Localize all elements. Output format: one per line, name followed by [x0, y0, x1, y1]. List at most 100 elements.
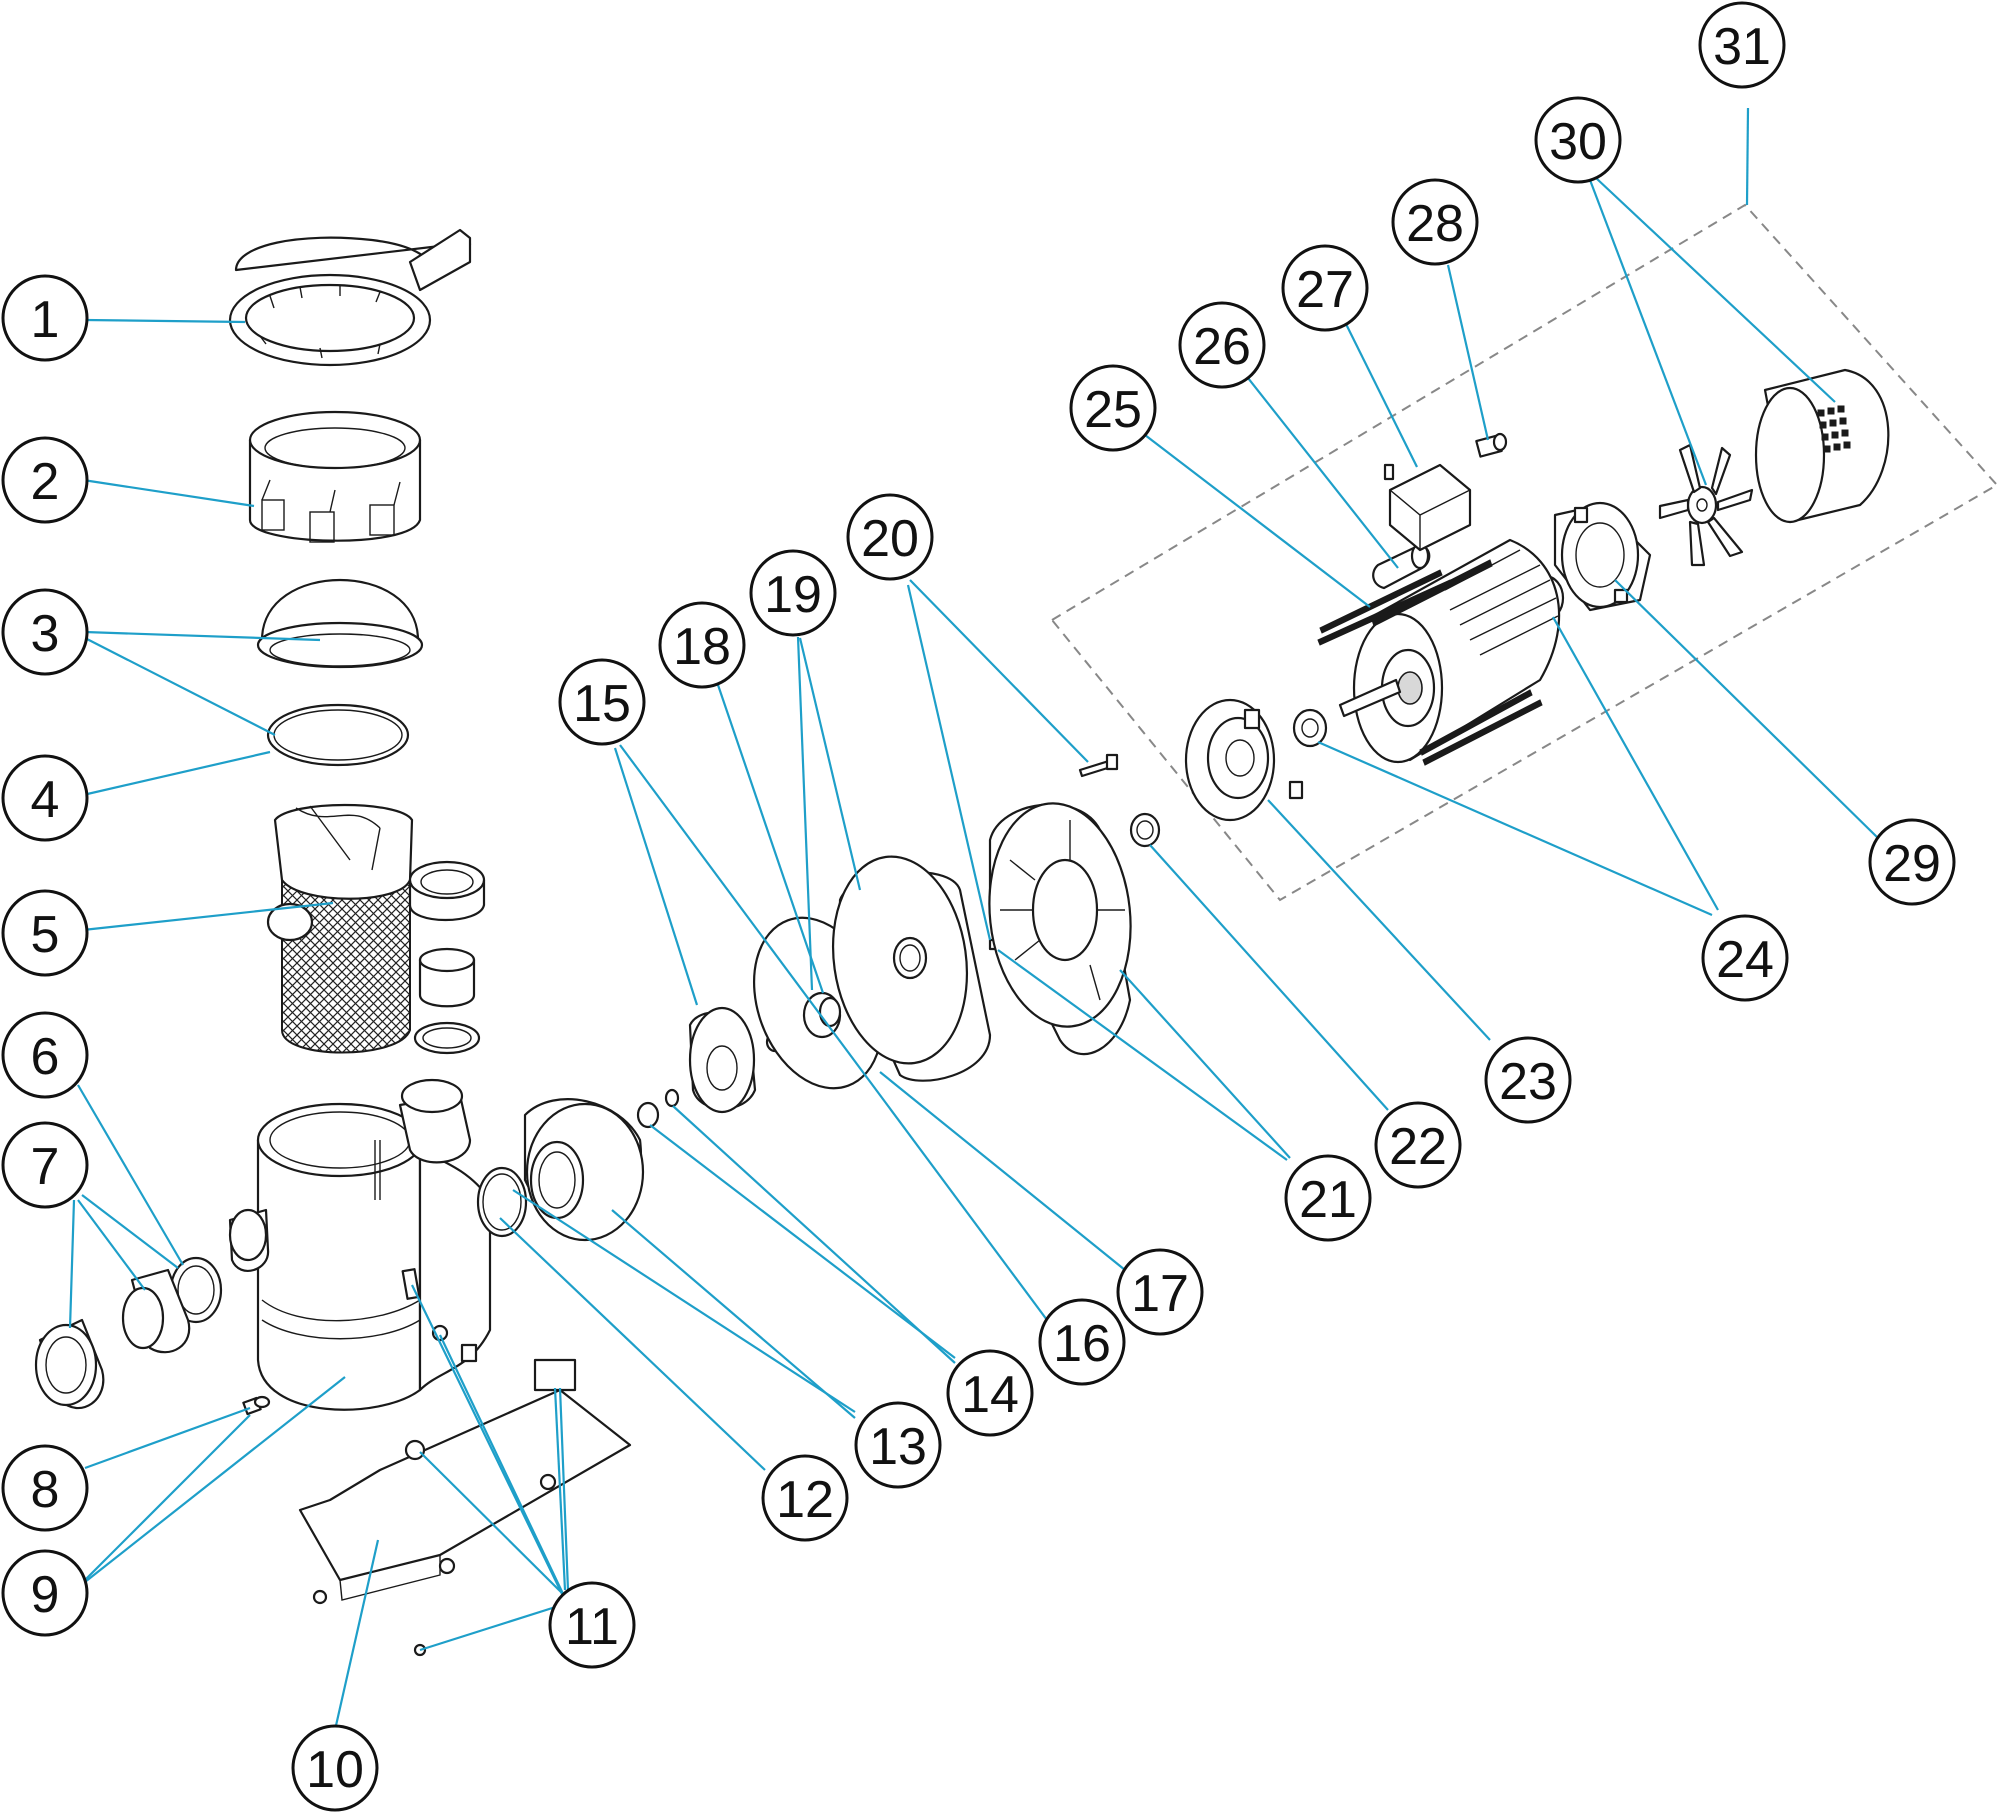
leader-20b — [906, 584, 992, 941]
leader-28 — [1446, 264, 1490, 441]
leader-23 — [1267, 799, 1491, 1041]
callout-layer: 1234567891011121314151617181920212223242… — [1, 1, 1956, 1812]
callout-27: 27 — [1281, 244, 1369, 332]
leader-21b — [1119, 969, 1291, 1159]
leader-14a — [649, 1124, 956, 1359]
leader-19b — [798, 637, 862, 891]
leader-11f — [558, 1387, 570, 1591]
callout-circle — [1374, 1101, 1462, 1189]
leader-3b — [84, 637, 276, 736]
callout-number: 15 — [573, 675, 631, 733]
callout-7: 7 — [1, 1121, 89, 1209]
leader-11c — [419, 1451, 566, 1597]
callout-16: 16 — [1038, 1298, 1126, 1386]
callout-circle — [749, 549, 837, 637]
leader-4 — [82, 750, 271, 797]
callout-circle — [1, 588, 89, 676]
leader-11a — [411, 1284, 566, 1601]
leader-15b — [619, 744, 1048, 1321]
leader-18 — [715, 681, 825, 994]
callout-12: 12 — [761, 1454, 849, 1542]
leader-lines — [68, 107, 1881, 1731]
callout-circle — [846, 493, 934, 581]
callout-18: 18 — [658, 601, 746, 689]
callout-circle — [1038, 1298, 1126, 1386]
callout-circle — [1281, 244, 1369, 332]
leader-7b — [77, 1199, 146, 1291]
callout-10: 10 — [291, 1724, 379, 1812]
callout-number: 1 — [31, 291, 60, 349]
callout-number: 20 — [861, 510, 919, 568]
callout-circle — [1, 274, 89, 362]
part-cable-gland — [1475, 432, 1508, 458]
callout-number: 9 — [31, 1566, 60, 1624]
leader-21a — [997, 949, 1288, 1161]
callout-circle — [761, 1454, 849, 1542]
callout-17: 17 — [1116, 1248, 1204, 1336]
leader-15a — [613, 747, 699, 1006]
callout-13: 13 — [854, 1401, 942, 1489]
callout-circle — [1, 1121, 89, 1209]
callout-circle — [1, 889, 89, 977]
callout-31: 31 — [1698, 1, 1786, 89]
leader-19a — [796, 636, 814, 991]
leader-12 — [499, 1217, 766, 1471]
part-filter-basket — [266, 803, 414, 1054]
part-washer — [1129, 812, 1161, 848]
callout-number: 6 — [31, 1028, 60, 1086]
part-spacer — [636, 1088, 680, 1129]
leader-9a — [84, 1414, 251, 1581]
callout-24: 24 — [1701, 914, 1789, 1002]
part-front-flange — [1184, 698, 1304, 822]
callout-number: 12 — [776, 1471, 834, 1529]
callout-4: 4 — [1, 754, 89, 842]
leader-11b — [439, 1334, 566, 1599]
callout-29: 29 — [1868, 818, 1956, 906]
callout-circle — [1, 1549, 89, 1637]
leader-7c — [81, 1194, 179, 1269]
callout-circle — [1534, 96, 1622, 184]
leader-9b — [84, 1376, 346, 1583]
callout-26: 26 — [1178, 301, 1266, 389]
part-fan — [1658, 443, 1754, 567]
callout-number: 31 — [1713, 18, 1771, 76]
callout-number: 26 — [1193, 318, 1251, 376]
leader-25 — [1144, 434, 1371, 608]
leader-29 — [1614, 579, 1881, 841]
callout-number: 4 — [31, 771, 60, 829]
part-impeller — [688, 1006, 757, 1114]
callout-circle — [1391, 178, 1479, 266]
callout-number: 5 — [31, 906, 60, 964]
callout-circle — [1868, 818, 1956, 906]
leader-31 — [1745, 107, 1750, 206]
callout-30: 30 — [1534, 96, 1622, 184]
leader-11e — [553, 1387, 567, 1591]
callout-circle — [854, 1401, 942, 1489]
part-drain-plug — [242, 1395, 271, 1416]
callout-circle — [1284, 1154, 1372, 1242]
callout-circle — [1, 436, 89, 524]
part-rear-flange — [1553, 501, 1652, 612]
callout-circle — [548, 1581, 636, 1669]
callout-number: 17 — [1131, 1265, 1189, 1323]
callout-20: 20 — [846, 493, 934, 581]
leader-13a — [512, 1189, 856, 1413]
leader-11d — [419, 1602, 566, 1652]
leader-22 — [1149, 844, 1389, 1111]
part-terminal-box — [1383, 463, 1472, 552]
part-fan-cover — [1754, 368, 1890, 524]
part-union-set-right — [408, 860, 486, 1055]
callout-19: 19 — [749, 549, 837, 637]
leader-27 — [1344, 321, 1418, 468]
part-pump-base — [298, 1268, 632, 1657]
callout-number: 19 — [764, 566, 822, 624]
leader-24a — [1317, 740, 1713, 917]
leader-3a — [84, 630, 321, 642]
part-motor-bracket — [988, 802, 1132, 1056]
callout-number: 14 — [961, 1366, 1019, 1424]
callout-number: 27 — [1296, 261, 1354, 319]
leader-2 — [82, 478, 255, 508]
leader-5 — [82, 901, 334, 932]
parts-layer — [34, 203, 1999, 1657]
